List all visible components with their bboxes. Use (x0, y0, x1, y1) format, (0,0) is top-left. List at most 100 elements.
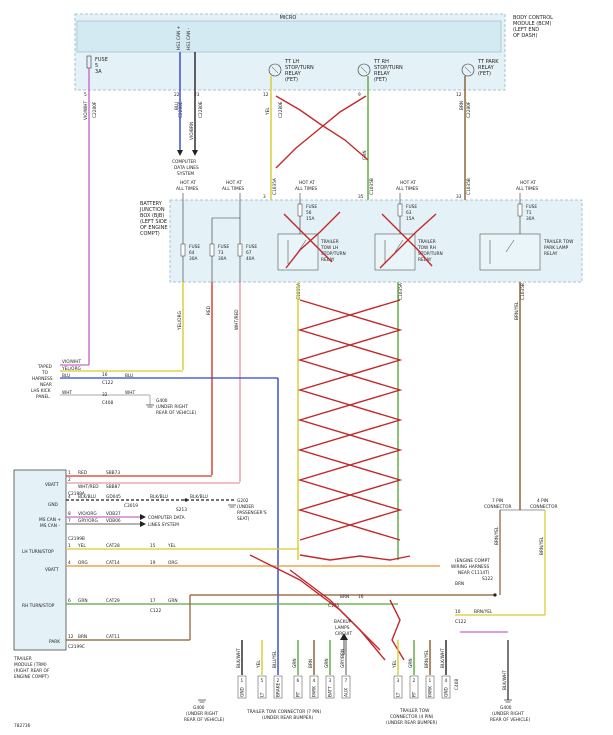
svg-text:TO: TO (41, 370, 49, 376)
svg-text:PARK: PARK (49, 639, 60, 645)
svg-text:SBB87: SBB87 (106, 484, 120, 490)
lbl-brn-yel-vert: BRN/YEL (514, 301, 520, 320)
svg-text:5: 5 (95, 63, 98, 69)
lbl-blu-mid-2: BLU (125, 373, 133, 379)
svg-text:C122: C122 (150, 608, 161, 614)
svg-text:(RIGHT REAR OF: (RIGHT REAR OF (14, 668, 50, 674)
svg-text:4: 4 (68, 560, 71, 566)
mid-horizontal-wires (60, 364, 279, 640)
svg-text:BLK/BLU: BLK/BLU (190, 494, 208, 500)
svg-text:(ENGINE COMPT: (ENGINE COMPT (455, 558, 490, 564)
svg-text:RELAY: RELAY (285, 71, 302, 77)
conn7-pin-num-0: 1 (241, 678, 244, 684)
svg-text:C1035A: C1035A (296, 283, 302, 300)
svg-text:CAT11: CAT11 (106, 634, 120, 640)
ground-g400-4pin: G400 (UNDER RIGHT REAR OF VEHICLE) BLK/W… (460, 631, 530, 723)
svg-text:TOW RH: TOW RH (417, 245, 436, 251)
svg-text:(FET): (FET) (478, 71, 491, 77)
svg-text:1: 1 (68, 470, 71, 476)
svg-text:NEAR C1114T): NEAR C1114T) (458, 570, 490, 576)
ground-g400-7pin: G400 (UNDER RIGHT REAR OF VEHICLE) (184, 699, 224, 723)
svg-text:BRN/YEL: BRN/YEL (494, 526, 500, 545)
svg-text:12: 12 (68, 634, 74, 640)
conn7-wire-label-3: GRN (292, 658, 298, 668)
crossout-rh-2 (379, 213, 437, 269)
svg-text:RELAY: RELAY (478, 65, 495, 71)
svg-text:REAR OF VEHICLE): REAR OF VEHICLE) (156, 410, 196, 416)
svg-text:C1035B: C1035B (520, 283, 526, 300)
svg-text:G202: G202 (237, 498, 249, 504)
svg-text:LHS KICK: LHS KICK (31, 388, 51, 394)
conn4-pin-label-3: GND (444, 686, 450, 697)
svg-text:GRY/ORG: GRY/ORG (78, 518, 98, 524)
svg-text:YEL: YEL (167, 543, 176, 549)
svg-text:FUSE: FUSE (218, 244, 229, 250)
svg-text:MODULE (TRM): MODULE (TRM) (14, 662, 47, 668)
svg-text:BLK/WHT: BLK/WHT (502, 670, 508, 690)
svg-text:C1035B: C1035B (466, 178, 472, 195)
conn4-c408: C408 (454, 679, 460, 690)
svg-text:22: 22 (174, 92, 180, 98)
svg-text:FUSE: FUSE (306, 204, 317, 210)
conn7-wire-label-0: BLK/WHT (236, 648, 242, 668)
svg-text:NEAR: NEAR (40, 382, 52, 388)
svg-text:RED: RED (78, 470, 88, 476)
svg-text:C1035A: C1035A (398, 283, 404, 300)
computer-data-lines-arrow: COMPUTER DATA LINES SYSTEM (172, 150, 199, 177)
svg-text:OF ENGINE: OF ENGINE (140, 225, 168, 231)
svg-text:C1035A: C1035A (272, 178, 278, 195)
conn7-pin-box-0 (237, 675, 247, 699)
bcm-relay-rh: TT RH STOP/TURN RELAY (FET) (357, 59, 403, 83)
conn4-pin-num-1: 2 (413, 678, 416, 684)
svg-text:CONNECTOR: CONNECTOR (530, 504, 558, 510)
bcm-pins: 5 22 23 12 9 12 (84, 92, 462, 98)
svg-text:PARK LAMP: PARK LAMP (544, 245, 569, 251)
svg-text:9: 9 (358, 92, 361, 98)
svg-text:FUSE: FUSE (246, 244, 257, 250)
svg-text:2: 2 (68, 477, 71, 483)
conn4-pin-num-2: 1 (429, 678, 432, 684)
conn4-pin-num-3: 4 (445, 678, 448, 684)
conn7-pin-label-3: RT (296, 691, 302, 697)
svg-text:S122: S122 (482, 576, 493, 582)
svg-text:ORG: ORG (78, 560, 88, 566)
lbl-vio-brn-top: VIO/BRN (189, 122, 195, 140)
crossout-lattice-1 (297, 299, 403, 541)
taped-to-harness: TAPED TO HARNESS NEAR LHS KICK PANEL (31, 364, 53, 400)
svg-text:HOT AT: HOT AT (299, 180, 315, 186)
svg-text:FUSE: FUSE (526, 204, 537, 210)
crossout-scribble-1 (299, 554, 411, 561)
svg-text:GRN: GRN (168, 598, 178, 604)
svg-text:HS1 CAN -: HS1 CAN - (186, 27, 192, 50)
conn7-pin-box-2 (273, 675, 283, 699)
crossout-lattice-2 (297, 299, 403, 541)
svg-text:C2199B: C2199B (68, 536, 85, 542)
conn7-pin-box-5 (325, 675, 335, 699)
conn7-pin-num-4: 4 (313, 678, 316, 684)
figure-id: 782736 (14, 723, 31, 729)
lbl-wht-mid-2: WHT (125, 390, 135, 396)
svg-text:56: 56 (306, 210, 312, 216)
svg-text:BACKUP: BACKUP (334, 619, 352, 625)
svg-text:RELAY: RELAY (321, 257, 335, 263)
svg-text:67: 67 (246, 250, 252, 256)
conn4-pin-label-0: LT (396, 692, 402, 697)
bcm-micro-label: MICRO (280, 15, 297, 21)
svg-text:15A: 15A (306, 216, 314, 222)
svg-text:VBATT: VBATT (45, 567, 59, 573)
svg-text:8: 8 (68, 511, 71, 517)
svg-text:GRN: GRN (78, 598, 88, 604)
svg-text:40A: 40A (246, 256, 254, 262)
trm-title: TRAILER MODULE (TRM) (RIGHT REAR OF ENGI… (13, 656, 50, 680)
svg-text:FUSE: FUSE (406, 204, 417, 210)
conn-c408-mid: C408 (102, 400, 113, 406)
lbl-vio-wht-mid: VIO/WHT (62, 359, 82, 365)
svg-text:10: 10 (455, 609, 461, 615)
svg-text:HOT AT: HOT AT (226, 180, 242, 186)
conn7-pin-label-2: BRAKE (276, 682, 282, 697)
